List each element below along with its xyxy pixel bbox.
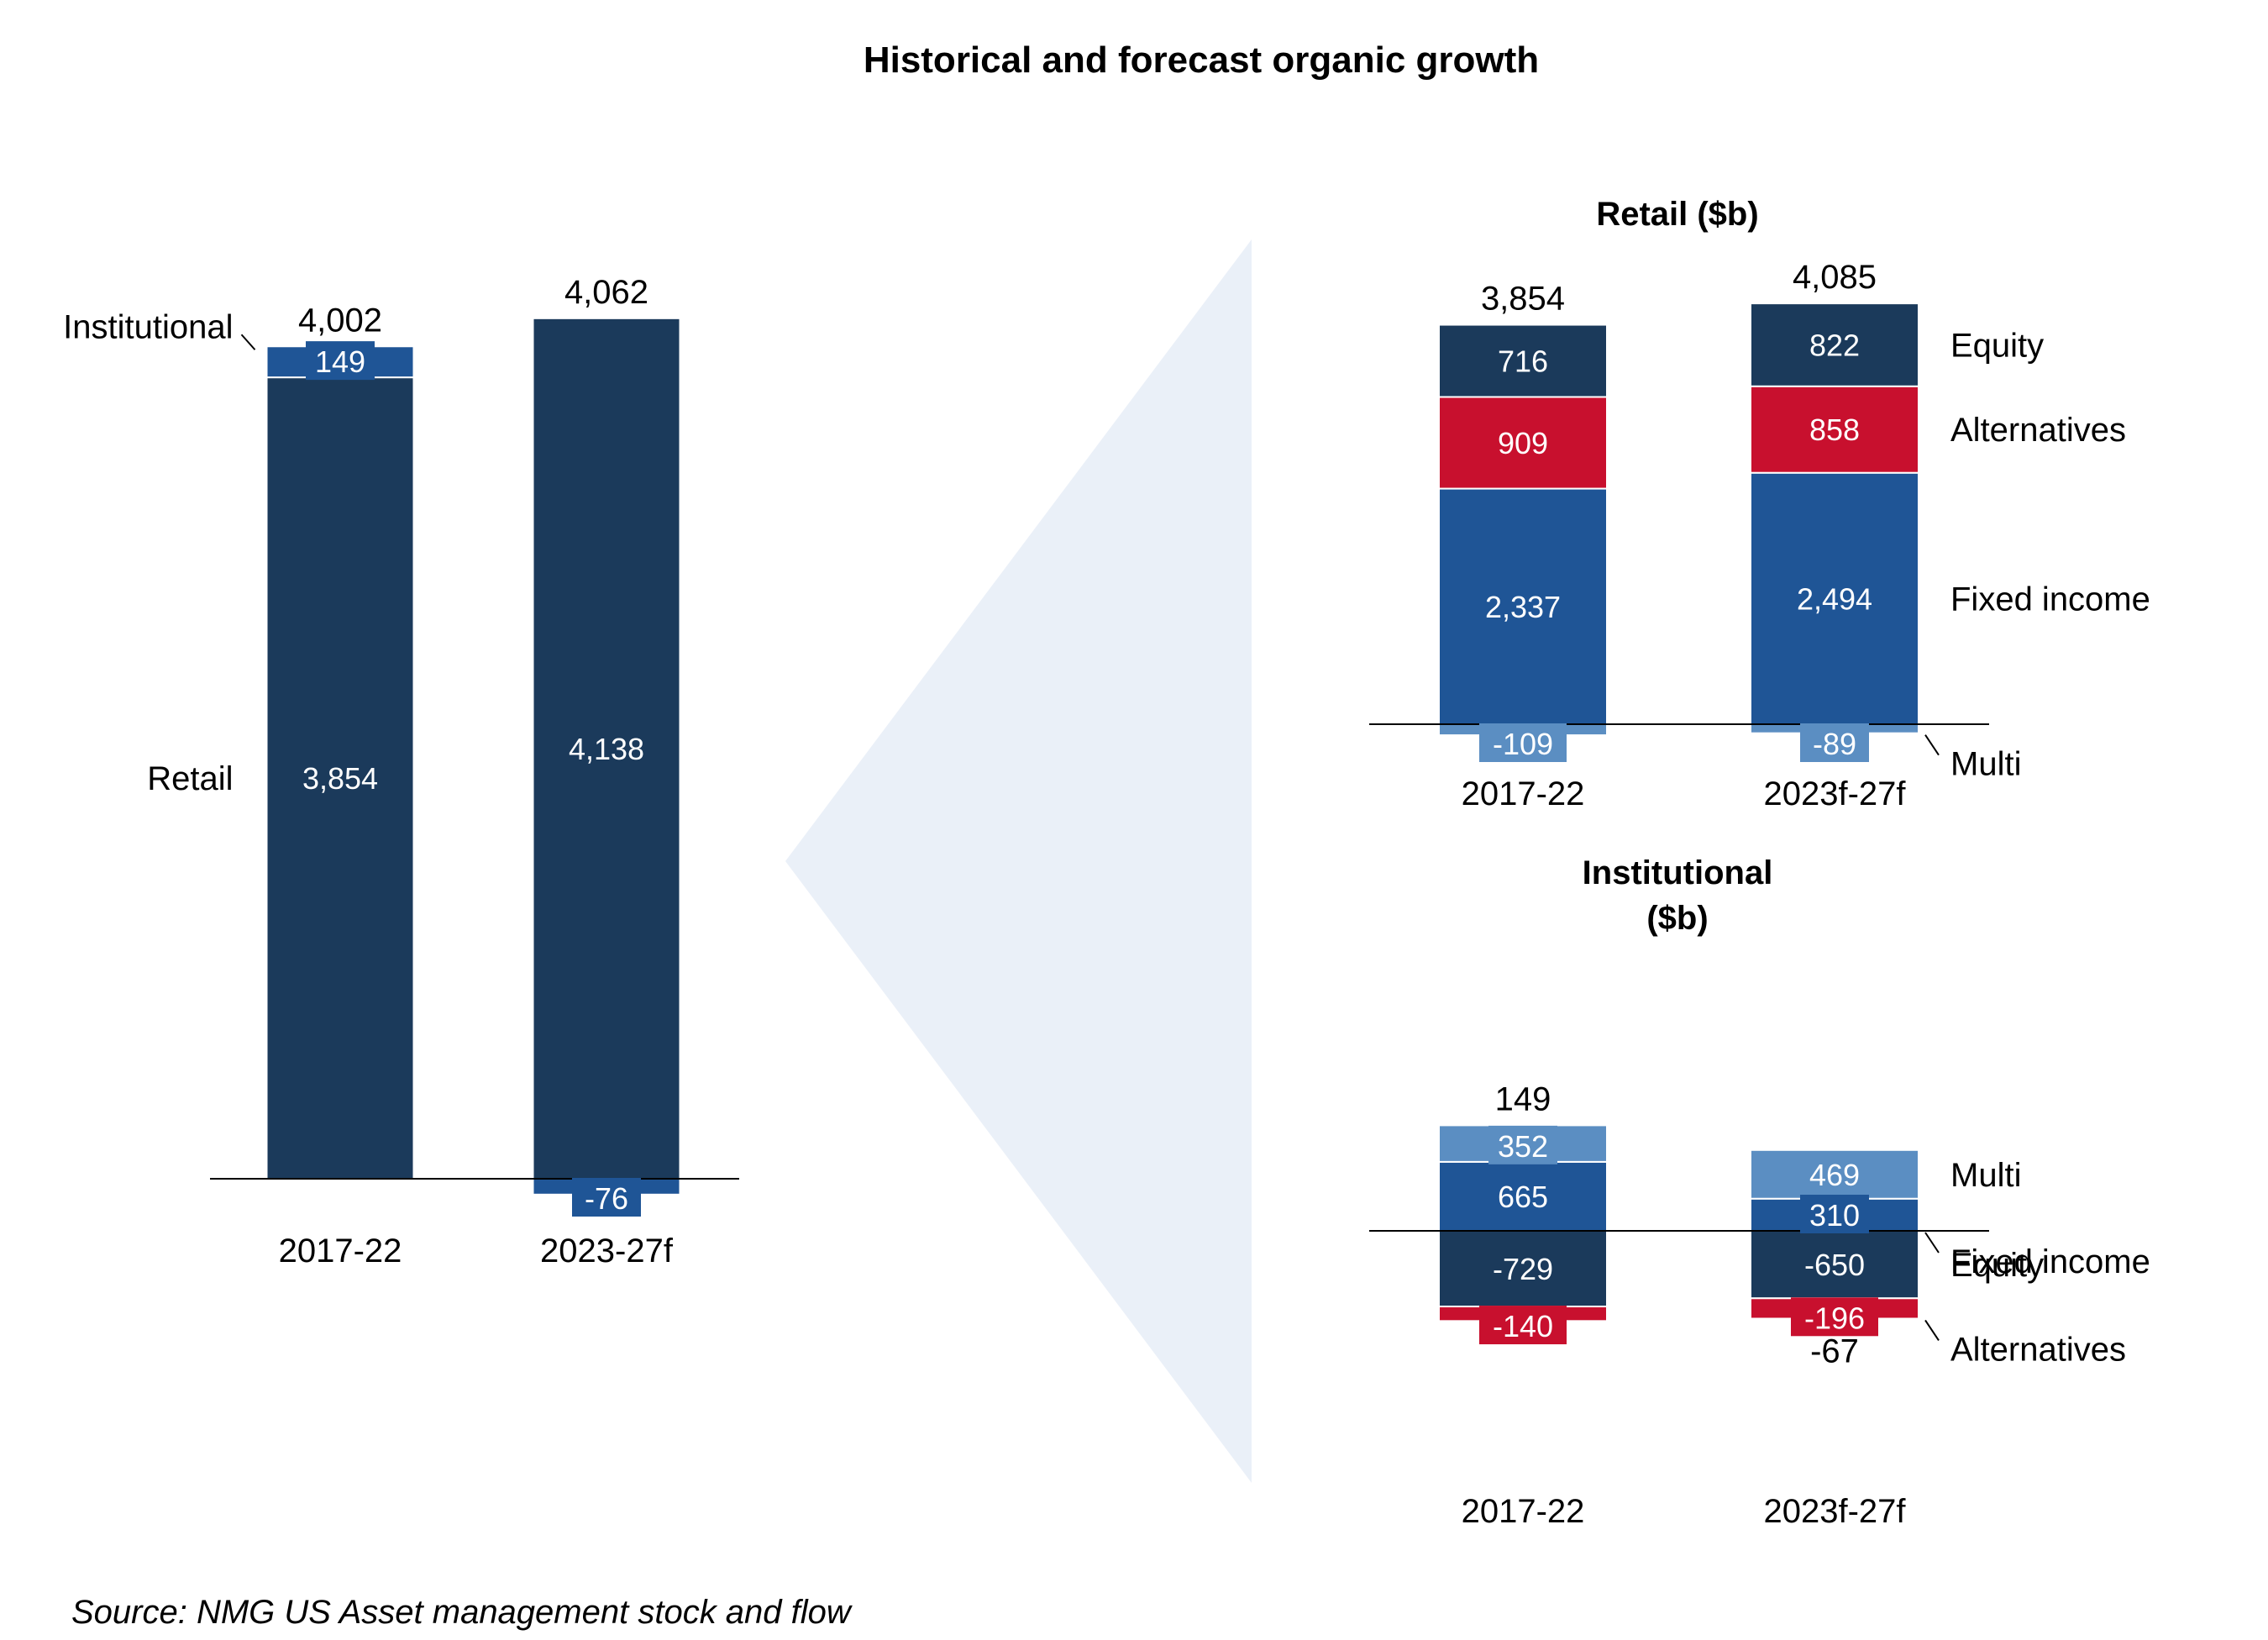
data-label-overview-institutional-1-box (306, 341, 375, 381)
chart-title: Historical and forecast organic growth (864, 39, 1539, 81)
data-label-retail-equity-2: 822 (1809, 328, 1860, 362)
series-label-retail-equity: Equity (1950, 327, 2044, 364)
data-label-retail-alternatives-1: 909 (1498, 426, 1548, 460)
data-label-retail-fixed-income-2: 2,494 (1797, 581, 1872, 616)
data-label-retail-equity-1: 716 (1498, 344, 1548, 379)
bar-retail-alternatives-2 (1750, 385, 1919, 474)
data-label-overview-retail-1: 3,854 (302, 761, 378, 796)
series-label-retail-multi: Multi (1950, 746, 2021, 783)
total-label-overview-2: 4,062 (564, 274, 648, 311)
data-label-institutional-multi-1-box (1488, 1125, 1557, 1164)
series-label-retail-fixed-income: Fixed income (1950, 581, 2150, 618)
series-label-retail-multi-leader (1924, 734, 1940, 756)
data-label-institutional-fixed-income-2: 310 (1809, 1198, 1860, 1233)
data-label-institutional-alternatives-1-box (1479, 1306, 1567, 1345)
category-label-overview-1: 2017-22 (279, 1233, 402, 1269)
series-label-institutional-fixed-income: Fixed income (1950, 1243, 2150, 1280)
data-label-overview-institutional-2: -76 (585, 1181, 628, 1216)
category-label-overview-2: 2023-27f (540, 1233, 674, 1269)
bar-retail-equity-2 (1750, 302, 1919, 387)
data-label-institutional-fixed-income-2-box (1800, 1195, 1869, 1233)
chart-title-retail: Retail ($b) (1596, 196, 1758, 233)
bar-overview-retail-2 (532, 317, 681, 1180)
chart-title-institutional-line-1: Institutional (1583, 854, 1773, 891)
data-label-institutional-equity-2: -650 (1804, 1248, 1865, 1282)
data-label-retail-multi-2-box (1800, 723, 1869, 762)
bar-overview-retail-1 (265, 376, 415, 1180)
data-label-institutional-multi-1: 352 (1498, 1129, 1548, 1164)
bar-institutional-fixed-income-1 (1438, 1160, 1608, 1233)
data-label-retail-multi-2: -89 (1813, 727, 1856, 761)
bar-retail-alternatives-1 (1438, 396, 1608, 490)
series-label-institutional-alternatives-leader (1924, 1319, 1940, 1342)
funnel-shape (785, 239, 1252, 1483)
data-label-retail-alternatives-2: 858 (1809, 413, 1860, 447)
bar-retail-equity-1 (1438, 323, 1608, 398)
chart-title-institutional-line-2: ($b) (1646, 900, 1708, 937)
bar-institutional-equity-1 (1438, 1230, 1608, 1308)
total-label-institutional-1: 149 (1495, 1080, 1551, 1117)
total-label-overview-1: 4,002 (298, 302, 382, 339)
data-label-institutional-fixed-income-1: 665 (1498, 1180, 1548, 1214)
series-label-institutional-alternatives: Alternatives (1950, 1331, 2126, 1368)
charts-layer: 2017-22 4,002 2023-27f 4,062 3,854 149 4,138 -7… (63, 196, 2150, 1530)
category-label-institutional-2: 2023f-27f (1763, 1493, 1906, 1530)
category-label-retail-1: 2017-22 (1462, 775, 1585, 812)
total-label-retail-2: 4,085 (1793, 259, 1877, 296)
series-label-overview-retail: Retail (147, 760, 233, 797)
data-label-overview-institutional-2-box (572, 1178, 641, 1217)
data-label-institutional-alternatives-2: -196 (1804, 1301, 1865, 1335)
total-label-institutional-2: -67 (1810, 1332, 1859, 1369)
data-label-retail-multi-1-box (1479, 723, 1567, 762)
bar-retail-fixed-income-2 (1750, 471, 1919, 725)
data-label-institutional-alternatives-2-box (1791, 1297, 1878, 1337)
category-label-institutional-1: 2017-22 (1462, 1493, 1585, 1530)
series-label-retail-alternatives: Alternatives (1950, 412, 2126, 449)
data-label-institutional-alternatives-1: -140 (1493, 1309, 1553, 1343)
data-label-institutional-multi-2: 469 (1809, 1158, 1860, 1192)
data-label-overview-institutional-1: 149 (315, 344, 365, 379)
series-label-institutional-equity: Equity (1950, 1247, 2044, 1284)
series-label-institutional-multi: Multi (1950, 1157, 2021, 1194)
total-label-retail-1: 3,854 (1481, 281, 1565, 318)
data-label-retail-multi-1: -109 (1493, 727, 1553, 761)
data-label-overview-retail-2: 4,138 (569, 732, 644, 766)
source-note: Source: NMG US Asset management stock an… (71, 1594, 853, 1631)
series-label-overview-institutional-leader (240, 334, 256, 350)
series-label-overview-institutional: Institutional (63, 308, 233, 345)
data-label-retail-fixed-income-1: 2,337 (1485, 590, 1561, 624)
data-label-institutional-equity-1: -729 (1493, 1252, 1553, 1286)
bar-retail-fixed-income-1 (1438, 487, 1608, 725)
series-label-institutional-fixed-income-leader (1924, 1232, 1940, 1254)
category-label-retail-2: 2023f-27f (1763, 775, 1906, 812)
